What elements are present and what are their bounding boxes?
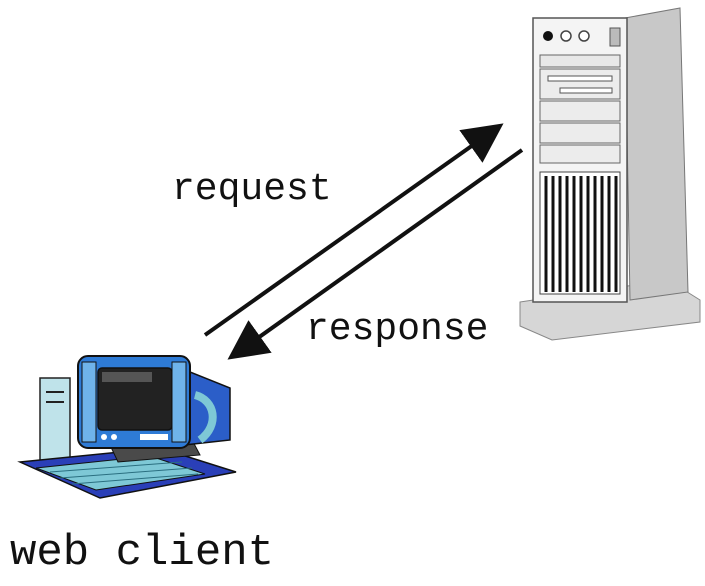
server-icon bbox=[519, 7, 701, 341]
web-client-label: web client bbox=[10, 528, 275, 578]
request-arrow bbox=[203, 123, 504, 337]
response-arrow bbox=[227, 148, 524, 360]
request-label: request bbox=[172, 168, 332, 211]
client-computer-icon bbox=[17, 355, 237, 499]
response-label: response bbox=[306, 308, 489, 351]
